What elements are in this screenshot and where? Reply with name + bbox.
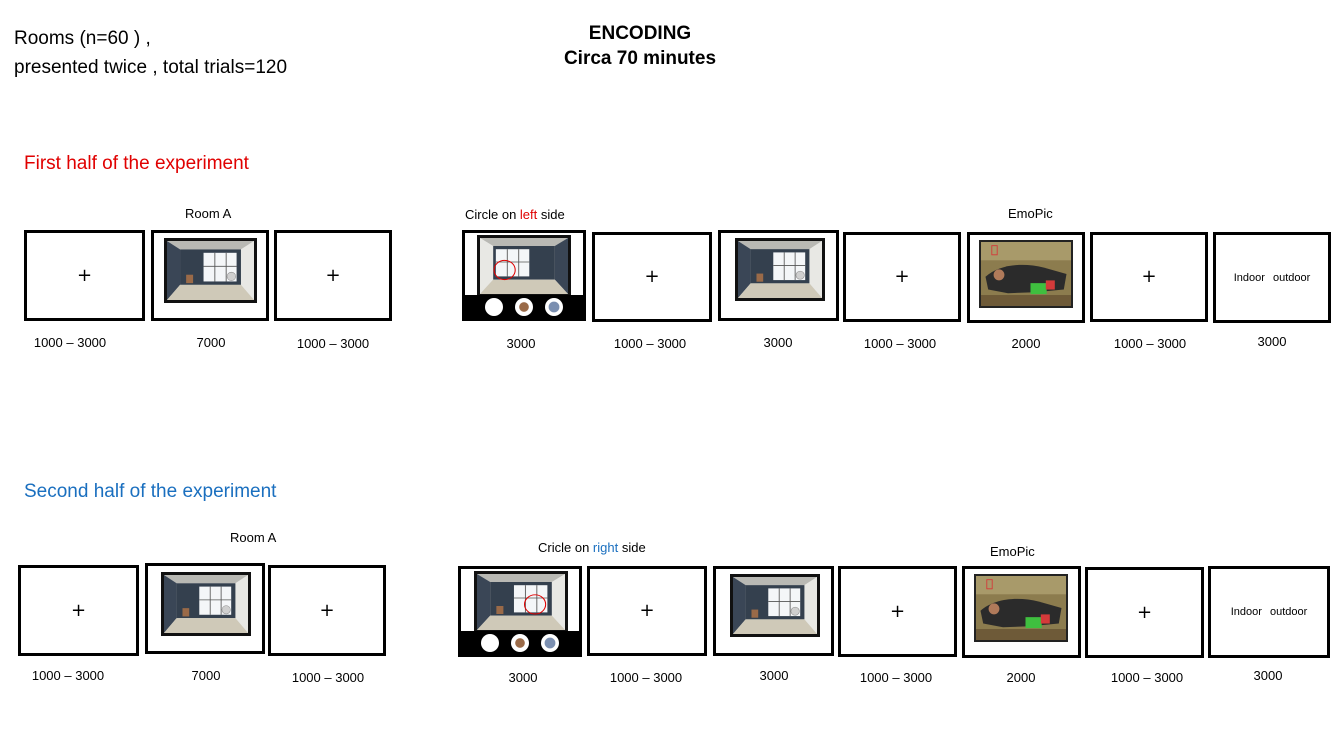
first-indoor-outdoor-frame: Indoor outdoor <box>1213 232 1331 323</box>
second-indoor-outdoor-frame: Indoor outdoor <box>1208 566 1330 658</box>
target-circle <box>493 259 516 281</box>
second-fixation-frame-1: + <box>18 565 139 656</box>
first-fixation-frame-2: + <box>274 230 392 321</box>
page-title: ENCODING <box>588 23 692 44</box>
timing-label: 1000 – 3000 <box>296 336 370 351</box>
fixation-cross: + <box>889 600 906 622</box>
indoor-outdoor-prompt: Indoor outdoor <box>1233 271 1311 284</box>
room-image-with-circle <box>474 571 568 633</box>
timing-label: 7000 <box>191 668 221 683</box>
fixation-cross: + <box>639 600 655 621</box>
timing-label: 2000 <box>1011 336 1041 351</box>
first-fixation-frame-1: + <box>24 230 145 321</box>
first-fixation-frame-4: + <box>843 232 961 322</box>
timing-label: 3000 <box>1257 334 1287 349</box>
timing-label: 1000 – 3000 <box>613 336 687 351</box>
room-image <box>161 572 251 636</box>
first-emopic-caption: EmoPic <box>1008 206 1053 221</box>
timing-label: 3000 <box>508 670 538 685</box>
fixation-cross: + <box>1141 266 1157 287</box>
first-fixation-frame-3: + <box>592 232 712 322</box>
second-fixation-frame-3: + <box>587 566 707 656</box>
timing-label: 1000 – 3000 <box>31 668 105 683</box>
target-circle <box>523 594 547 615</box>
rooms-info: Rooms (n=60 ) , presented twice , total … <box>14 24 287 82</box>
first-half-heading: First half of the experiment <box>24 153 249 174</box>
object-thumb-shelf-icon <box>545 298 563 316</box>
timing-label: 3000 <box>1253 668 1283 683</box>
page-subtitle: Circa 70 minutes <box>563 48 717 69</box>
emotional-picture <box>979 240 1073 308</box>
object-thumb-box-icon <box>511 634 529 652</box>
second-emopic-caption: EmoPic <box>990 544 1035 559</box>
rooms-presentation-text: presented twice , total trials=120 <box>14 57 288 78</box>
timing-label: 3000 <box>763 335 793 350</box>
second-fixation-frame-2: + <box>268 565 386 656</box>
second-emopic-frame <box>962 566 1081 658</box>
object-choice-strip <box>465 295 583 318</box>
timing-label: 1000 – 3000 <box>609 670 683 685</box>
timing-label: 1000 – 3000 <box>1113 336 1187 351</box>
timing-label: 7000 <box>196 335 226 350</box>
timing-label: 1000 – 3000 <box>291 670 365 685</box>
second-circle-side-word: right <box>592 540 619 555</box>
timing-label: 2000 <box>1006 670 1036 685</box>
object-thumb-lamp-icon <box>485 298 503 316</box>
room-image-with-circle <box>477 235 571 297</box>
fixation-cross: + <box>319 599 335 621</box>
title-block: ENCODING Circa 70 minutes <box>500 21 780 71</box>
object-choice-strip <box>461 631 579 654</box>
fixation-cross: + <box>894 266 910 287</box>
fixation-cross: + <box>76 264 93 286</box>
emotional-picture <box>974 574 1068 642</box>
timing-label: 3000 <box>759 668 789 683</box>
first-fixation-frame-5: + <box>1090 232 1208 322</box>
timing-label: 1000 – 3000 <box>859 670 933 685</box>
fixation-cross: + <box>325 264 341 286</box>
rooms-count-text: Rooms (n=60 ) , <box>14 28 151 49</box>
room-image <box>735 238 825 301</box>
second-room-caption: Room A <box>230 530 277 545</box>
fixation-cross: + <box>70 599 87 621</box>
second-circle-caption: Cricle on right side <box>538 540 646 555</box>
fixation-cross: + <box>644 266 660 287</box>
room-image <box>730 574 820 637</box>
first-circle-frame <box>462 230 586 321</box>
object-thumb-shelf-icon <box>541 634 559 652</box>
timing-label: 1000 – 3000 <box>33 335 107 350</box>
object-thumb-lamp-icon <box>481 634 499 652</box>
second-room-frame <box>145 563 265 654</box>
second-fixation-frame-4: + <box>838 566 957 657</box>
first-circle-caption: Circle on left side <box>465 207 565 222</box>
second-fixation-frame-5: + <box>1085 567 1204 658</box>
first-circle-side-word: left <box>519 207 538 222</box>
room-image <box>164 238 257 303</box>
first-emopic-frame <box>967 232 1085 323</box>
timing-label: 3000 <box>506 336 536 351</box>
first-room-frame <box>151 230 269 321</box>
second-room-frame-2 <box>713 566 834 656</box>
timing-label: 1000 – 3000 <box>1110 670 1184 685</box>
first-room-frame-2 <box>718 230 839 321</box>
indoor-outdoor-prompt: Indoor outdoor <box>1230 606 1308 618</box>
first-room-caption: Room A <box>185 206 232 221</box>
second-half-heading: Second half of the experiment <box>24 481 277 502</box>
object-thumb-box-icon <box>515 298 533 316</box>
fixation-cross: + <box>1136 601 1153 623</box>
second-circle-frame <box>458 566 582 657</box>
timing-label: 1000 – 3000 <box>863 336 937 351</box>
